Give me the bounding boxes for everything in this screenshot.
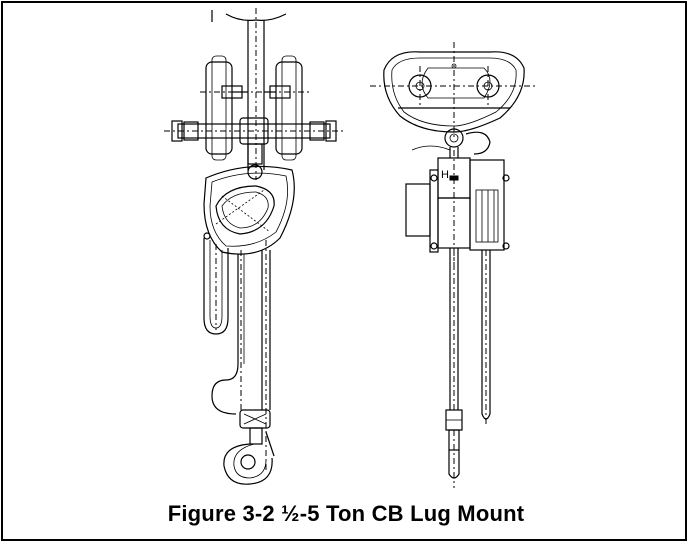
hoist-body-front: H [405, 150, 510, 264]
hoist-side-view [164, 8, 344, 485]
load-chain-front [449, 248, 491, 424]
hanging-shackle [411, 128, 491, 158]
trolley-wheels [200, 55, 310, 161]
bottom-hook-front [445, 409, 463, 488]
svg-text:H: H [441, 169, 449, 181]
suspension-lug [247, 143, 263, 180]
hoist-body-side [203, 165, 295, 255]
hoist-front-view: H [370, 42, 536, 488]
trolley-cross-shaft [164, 117, 344, 145]
load-chain-side [211, 240, 271, 470]
bottom-hook [223, 409, 275, 485]
hand-chain-loop [203, 238, 229, 335]
trolley-side-plate [370, 42, 536, 140]
figure-caption: Figure 3-2 ½-5 Ton CB Lug Mount [167, 501, 525, 526]
